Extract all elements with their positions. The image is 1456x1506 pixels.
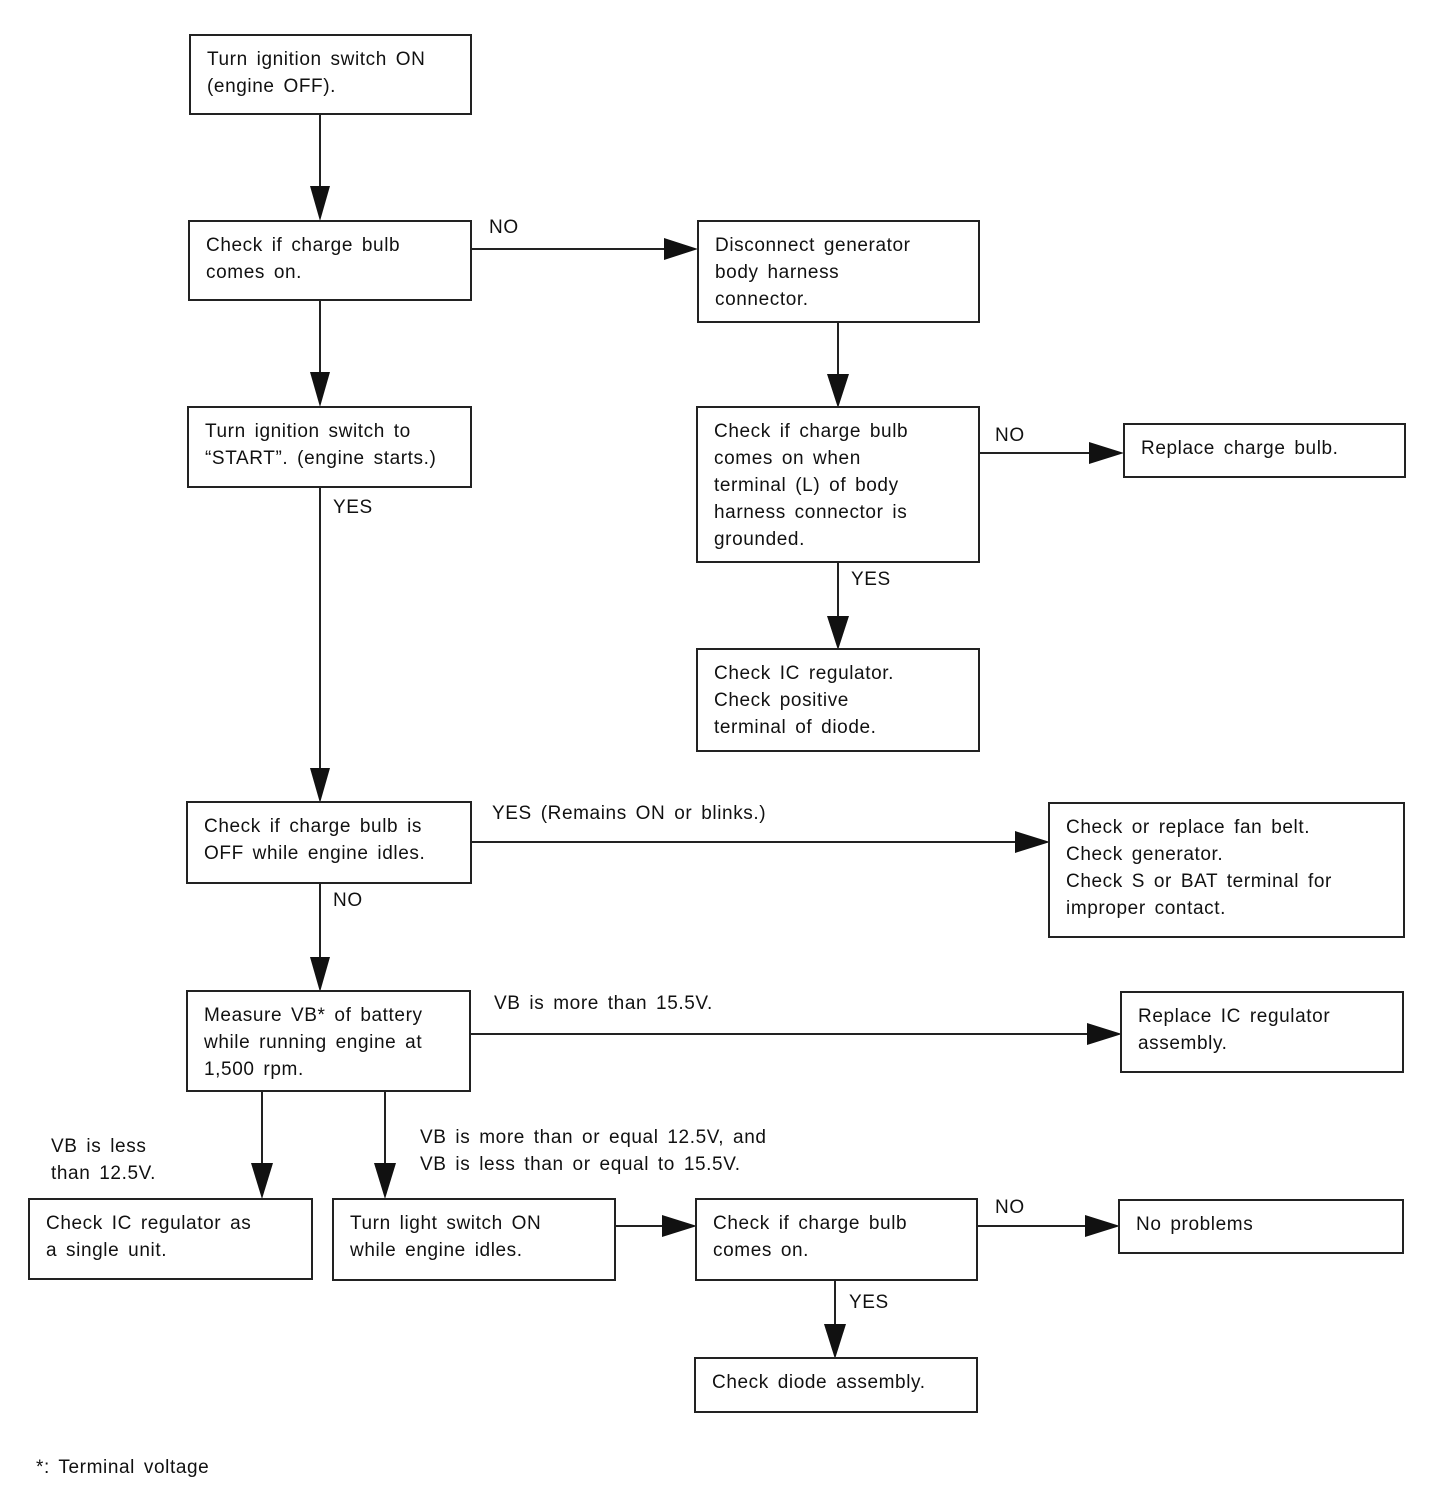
box-check-diode: Check diode assembly. (694, 1357, 978, 1413)
box-check-bulb-off-idle: Check if charge bulb is OFF while engine … (186, 801, 472, 884)
text-line: Turn light switch ON (350, 1213, 542, 1234)
text-line: YES (Remains ON or blinks.) (492, 803, 767, 824)
footnote: *: Terminal voltage (36, 1457, 210, 1478)
label-no-2: NO (995, 422, 1025, 449)
text-line: body harness (715, 262, 840, 283)
box-measure-vb: Measure VB* of battery while running engi… (186, 990, 471, 1092)
box-check-bulb-grounded: Check if charge bulb comes on when termina… (696, 406, 980, 563)
text-line: NO (489, 217, 519, 238)
arrowhead-right-1 (664, 238, 698, 260)
text-line: Measure VB* of battery (204, 1005, 423, 1026)
text-line: a single unit. (46, 1240, 168, 1261)
arrowhead-down-8 (374, 1163, 396, 1199)
text-line: VB is less (51, 1136, 147, 1157)
box-check-ic-diode: Check IC regulator. Check positive termina… (696, 648, 980, 752)
label-vb-less: VB is less than 12.5V. (51, 1133, 156, 1187)
box-ignition-on: Turn ignition switch ON (engine OFF). (189, 34, 472, 115)
box-replace-ic: Replace IC regulator assembly. (1120, 991, 1404, 1073)
text-line: NO (995, 425, 1025, 446)
box-disconnect-harness: Disconnect generator body harness connecto… (697, 220, 980, 323)
text-line: Check IC regulator as (46, 1213, 252, 1234)
text-line: terminal of diode. (714, 717, 877, 738)
text-line: (engine OFF). (207, 76, 337, 97)
box-check-ic-single: Check IC regulator as a single unit. (28, 1198, 313, 1280)
text-line: NO (333, 890, 363, 911)
label-vb-more: VB is more than 15.5V. (494, 990, 713, 1017)
text-line: 1,500 rpm. (204, 1059, 304, 1080)
text-line: harness connector is (714, 502, 908, 523)
text-line: comes on when (714, 448, 861, 469)
arrowhead-down-4 (827, 374, 849, 408)
text-line: Check generator. (1066, 844, 1224, 865)
label-no-4: NO (995, 1194, 1025, 1221)
text-line: connector. (715, 289, 809, 310)
text-line: Disconnect generator (715, 235, 911, 256)
text-line: grounded. (714, 529, 805, 550)
arrowhead-down-7 (251, 1163, 273, 1199)
label-vb-between: VB is more than or equal 12.5V, and VB is… (420, 1124, 767, 1178)
text-line: YES (851, 569, 891, 590)
box-light-switch-on: Turn light switch ON while engine idles. (332, 1198, 616, 1281)
text-line: Check positive (714, 690, 849, 711)
box-replace-bulb: Replace charge bulb. (1123, 423, 1406, 478)
label-yes-3: YES (849, 1289, 889, 1316)
text-line: Replace IC regulator (1138, 1006, 1331, 1027)
arrowhead-down-5 (827, 616, 849, 650)
text-line: Check IC regulator. (714, 663, 895, 684)
arrowhead-down-1 (310, 186, 330, 221)
text-line: than 12.5V. (51, 1163, 157, 1184)
label-no-3: NO (333, 887, 363, 914)
text-line: “START”. (engine starts.) (205, 448, 437, 469)
arrowhead-down-2 (310, 372, 330, 407)
label-no-1: NO (489, 214, 519, 241)
arrowhead-right-6 (1085, 1215, 1120, 1237)
text-line: Replace charge bulb. (1141, 438, 1339, 459)
box-check-bulb-1: Check if charge bulb comes on. (188, 220, 472, 301)
label-yes-2: YES (851, 566, 891, 593)
box-check-fan-belt: Check or replace fan belt. Check generato… (1048, 802, 1405, 938)
arrowhead-down-6 (310, 957, 330, 992)
arrowhead-right-5 (662, 1215, 697, 1237)
text-line: Check if charge bulb (713, 1213, 908, 1234)
text-line: terminal (L) of body (714, 475, 899, 496)
text-line: No problems (1136, 1214, 1254, 1235)
text-line: comes on. (206, 262, 303, 283)
label-yes-blinks: YES (Remains ON or blinks.) (492, 800, 766, 827)
text-line: comes on. (713, 1240, 810, 1261)
text-line: Check or replace fan belt. (1066, 817, 1311, 838)
text-line: Check diode assembly. (712, 1372, 926, 1393)
arrowhead-right-3 (1015, 831, 1050, 853)
text-line: YES (333, 497, 373, 518)
text-line: Check S or BAT terminal for (1066, 871, 1332, 892)
text-line: NO (995, 1197, 1025, 1218)
text-line: OFF while engine idles. (204, 843, 426, 864)
text-line: Check if charge bulb (206, 235, 401, 256)
text-line: VB is more than 15.5V. (494, 993, 713, 1014)
text-line: improper contact. (1066, 898, 1226, 919)
text-line: VB is more than or equal 12.5V, and (420, 1127, 767, 1148)
text-line: YES (849, 1292, 889, 1313)
label-yes-1: YES (333, 494, 373, 521)
text-line: VB is less than or equal to 15.5V. (420, 1154, 741, 1175)
arrowhead-right-2 (1089, 442, 1124, 464)
text-line: while engine idles. (350, 1240, 523, 1261)
text-line: Turn ignition switch ON (207, 49, 426, 70)
text-line: while running engine at (204, 1032, 423, 1053)
text-line: Turn ignition switch to (205, 421, 411, 442)
arrowhead-right-4 (1087, 1023, 1122, 1045)
text-line: assembly. (1138, 1033, 1228, 1054)
text-line: Check if charge bulb is (204, 816, 423, 837)
text-line: Check if charge bulb (714, 421, 909, 442)
box-no-problems: No problems (1118, 1199, 1404, 1254)
box-check-bulb-2: Check if charge bulb comes on. (695, 1198, 978, 1281)
arrowhead-down-9 (824, 1324, 846, 1359)
box-ignition-start: Turn ignition switch to “START”. (engine … (187, 406, 472, 488)
arrowhead-down-3 (310, 768, 330, 803)
